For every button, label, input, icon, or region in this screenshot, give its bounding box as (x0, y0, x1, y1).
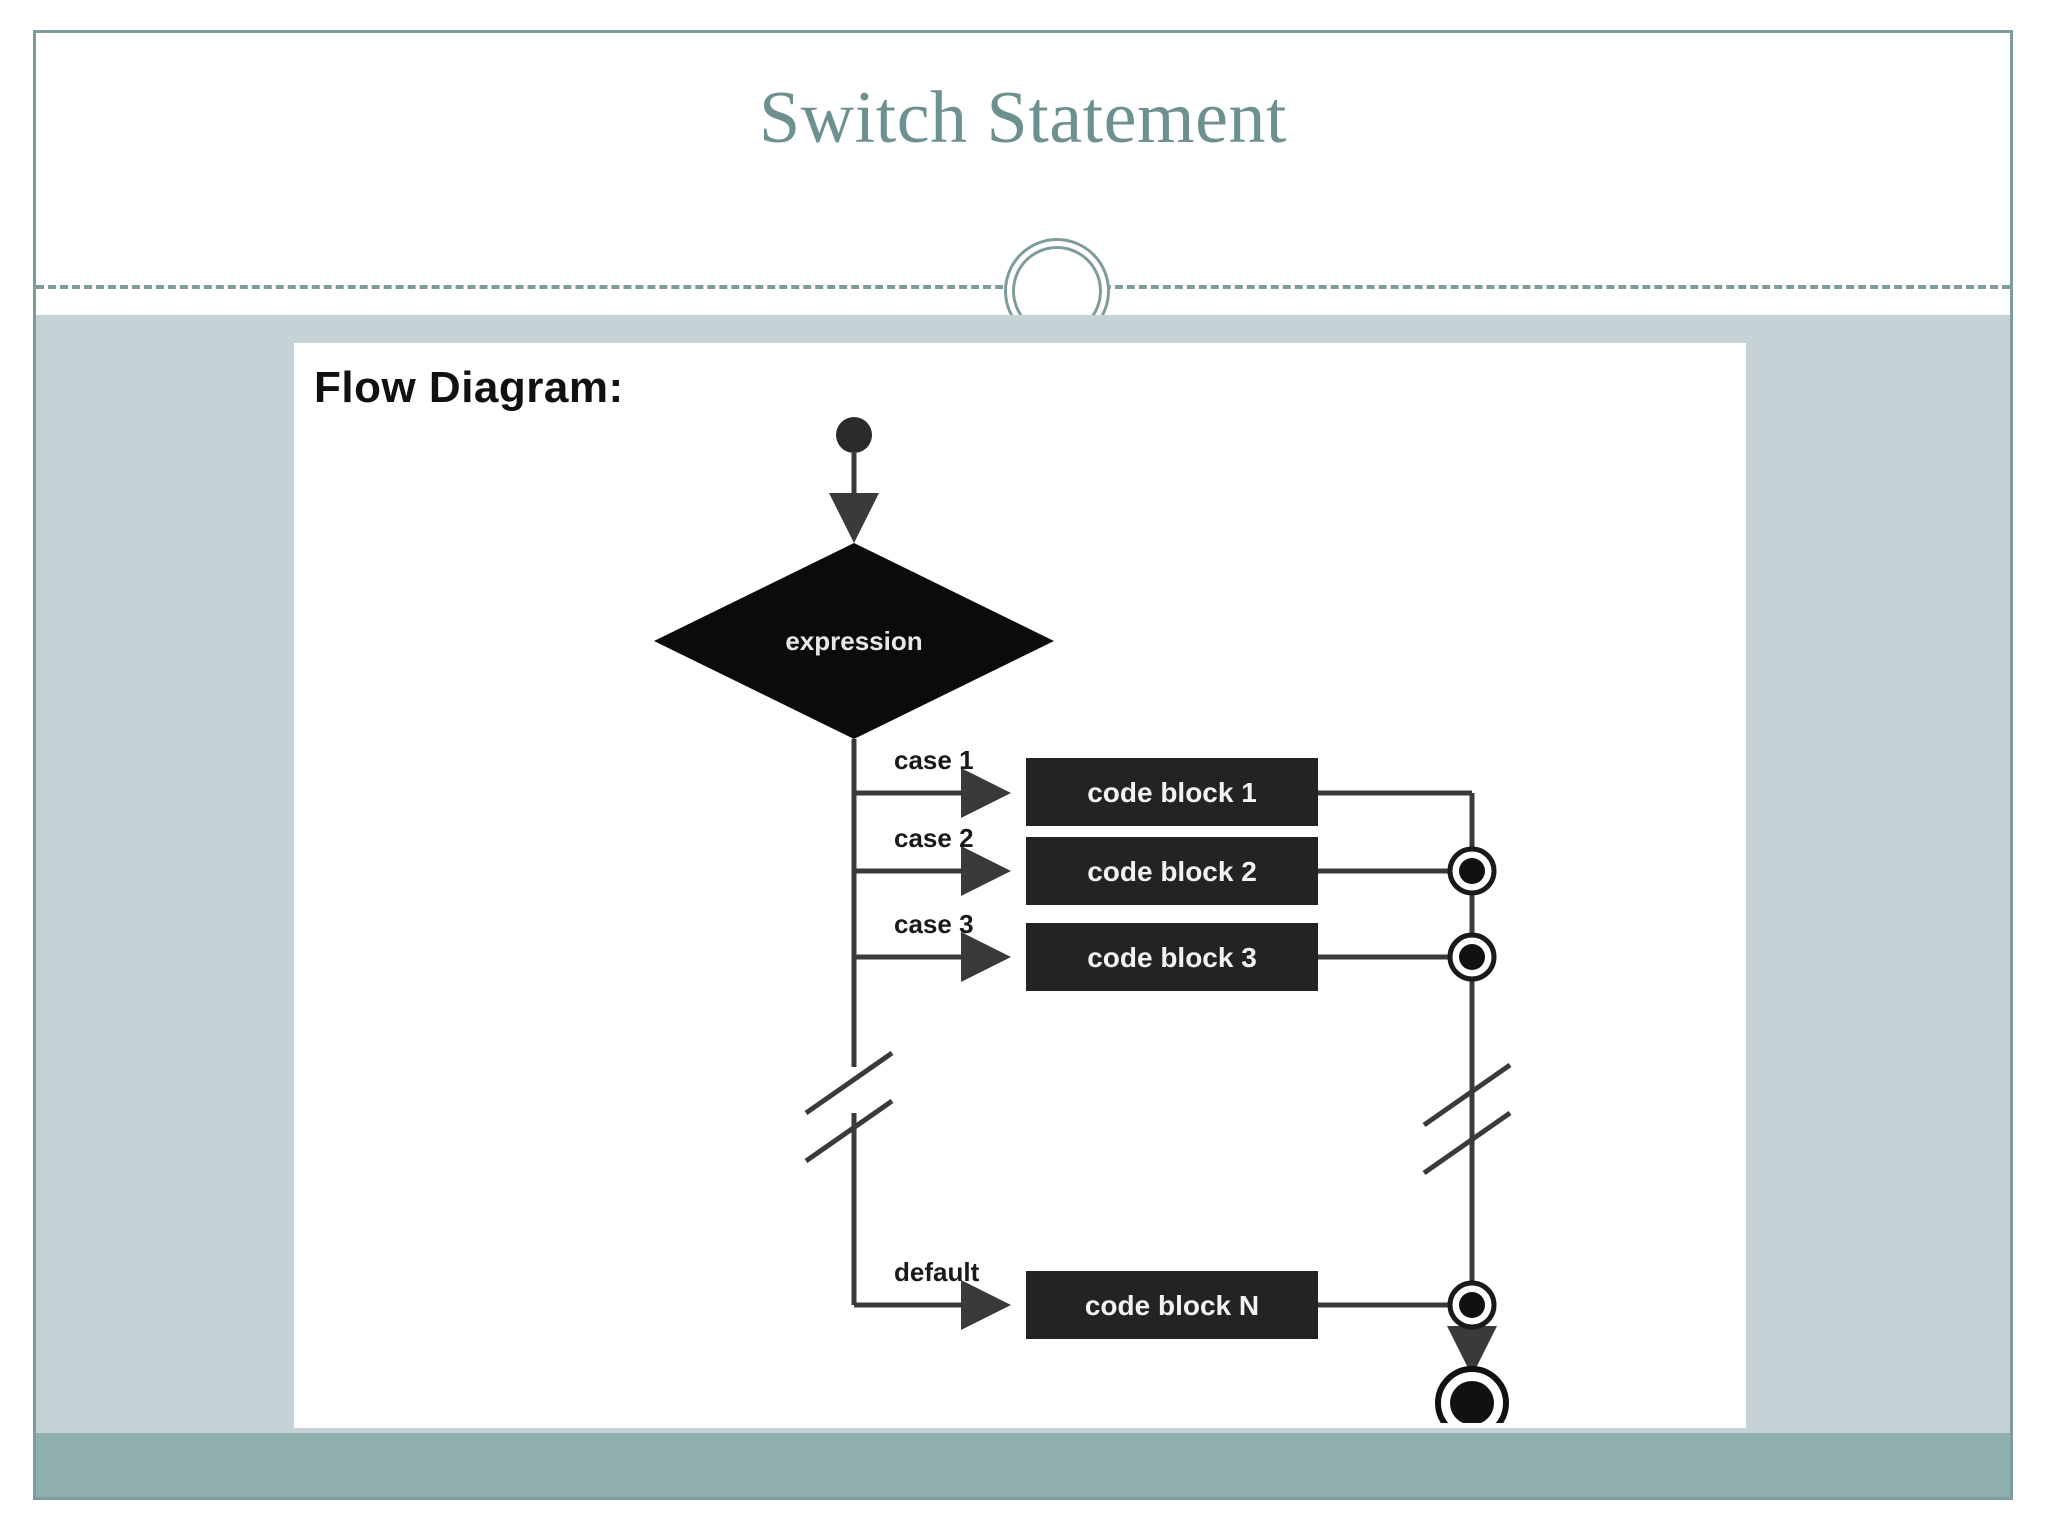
page-title: Switch Statement (759, 77, 1287, 159)
break-mark-right-1 (1422, 1062, 1512, 1128)
merge-node-4 (1447, 1280, 1497, 1330)
branch-label-1: case 1 (894, 745, 974, 775)
merge-node-3 (1447, 932, 1497, 982)
branch-label-2: case 2 (894, 823, 974, 853)
end-node (1435, 1366, 1509, 1423)
flow-diagram-svg: expression (294, 413, 1746, 1423)
code-block-2 (1026, 837, 1318, 905)
break-mark-left-1 (804, 1050, 894, 1116)
code-block-label-4: code block N (1085, 1290, 1259, 1321)
code-block-1 (1026, 758, 1318, 826)
decision-label: expression (785, 626, 922, 656)
merge-node-2 (1447, 846, 1497, 896)
branch-label-3: case 3 (894, 909, 974, 939)
code-block-4 (1026, 1271, 1318, 1339)
footer-band (36, 1433, 2010, 1497)
code-block-label-1: code block 1 (1087, 777, 1257, 808)
flow-diagram-heading: Flow Diagram: (314, 363, 624, 412)
diagram-panel: Flow Diagram: expression (294, 343, 1746, 1428)
slide: Switch Statement Flow Diagram: (33, 30, 2013, 1500)
decision-diamond (654, 543, 1054, 739)
start-node (836, 417, 872, 453)
code-block-3 (1026, 923, 1318, 991)
code-block-label-3: code block 3 (1087, 942, 1257, 973)
branch-label-4: default (894, 1257, 980, 1287)
break-mark-left-2 (804, 1098, 894, 1164)
break-mark-right-2 (1422, 1110, 1512, 1176)
code-block-label-2: code block 2 (1087, 856, 1257, 887)
